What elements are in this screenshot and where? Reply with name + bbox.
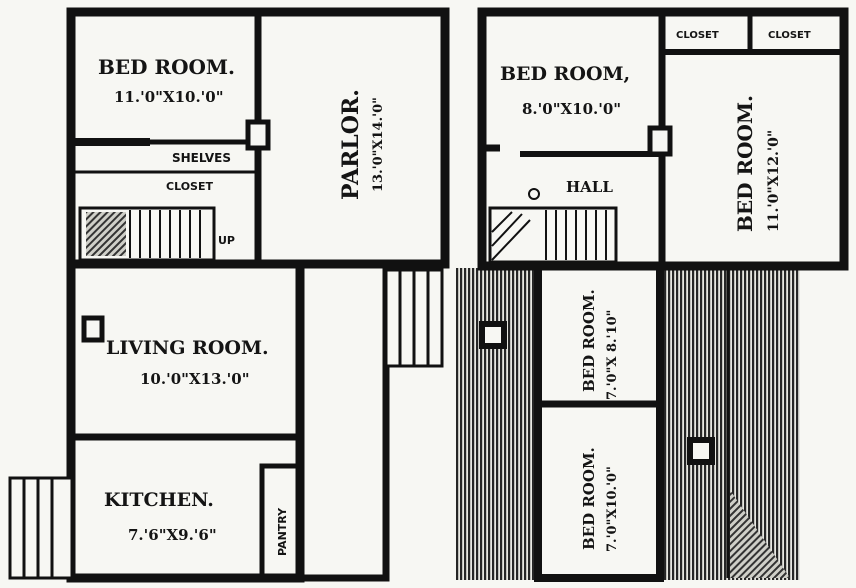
bed-room-4-size: 7.'0"X10.'0"	[605, 466, 620, 552]
bed-room-3-label: BED ROOM.	[580, 289, 598, 392]
rear-steps	[8, 476, 74, 580]
second-floor-lower-walls	[534, 266, 664, 582]
roof-valley	[730, 490, 790, 578]
stair-up-label: UP	[218, 234, 235, 247]
first-floor-plan: BED ROOM. 11.'0"X10.'0" PARLOR. 13.'0"X1…	[8, 7, 450, 583]
bed-room-3-size: 7.'0"X 8.'10"	[605, 310, 620, 400]
stair-treads	[129, 210, 201, 258]
closet-2-label: CLOSET	[768, 30, 811, 41]
bed-room-2-label: BED ROOM.	[733, 95, 757, 232]
kitchen-label: KITCHEN.	[104, 489, 214, 511]
kitchen-size: 7.'6"X9.'6"	[128, 526, 217, 544]
second-floor-plan: CLOSET CLOSET BED ROOM, 8.'0"X10.'0" BED…	[456, 7, 849, 582]
chimney-first-floor	[245, 119, 271, 151]
chimney-roof-right	[687, 437, 715, 465]
bed-room-label: BED ROOM.	[98, 55, 235, 79]
bed-room-4-label: BED ROOM.	[580, 447, 598, 550]
rear-annex-walls	[300, 260, 390, 582]
newel-post	[528, 188, 540, 200]
living-room-size: 10.'0"X13.'0"	[140, 370, 250, 388]
roof-left-hatched	[456, 268, 538, 580]
parlor-size: 13.'0"X14.'0"	[371, 97, 386, 192]
living-room-label: LIVING ROOM.	[106, 337, 269, 359]
chimney-roof-left	[479, 321, 507, 349]
pantry-walls	[259, 463, 303, 581]
hall-label: HALL	[566, 178, 613, 196]
parlor-label: PARLOR.	[338, 89, 364, 200]
chimney-second-floor	[647, 125, 673, 157]
bed-room-1-label: BED ROOM,	[500, 63, 630, 85]
pantry-label: PANTRY	[276, 507, 289, 556]
shelves-label: SHELVES	[172, 151, 231, 165]
front-porch-steps	[384, 268, 444, 368]
bed-room-size: 11.'0"X10.'0"	[114, 88, 224, 106]
second-floor-stair-treads	[491, 210, 607, 261]
bed-room-2-size: 11.'0"X12.'0"	[766, 130, 782, 232]
closet-label: CLOSET	[166, 180, 213, 193]
closet-1-label: CLOSET	[676, 30, 719, 41]
chimney-living	[81, 315, 105, 343]
bed-room-1-size: 8.'0"X10.'0"	[522, 100, 621, 118]
first-floor-lower-walls	[66, 264, 305, 583]
stair-landing-hatch	[86, 212, 126, 256]
